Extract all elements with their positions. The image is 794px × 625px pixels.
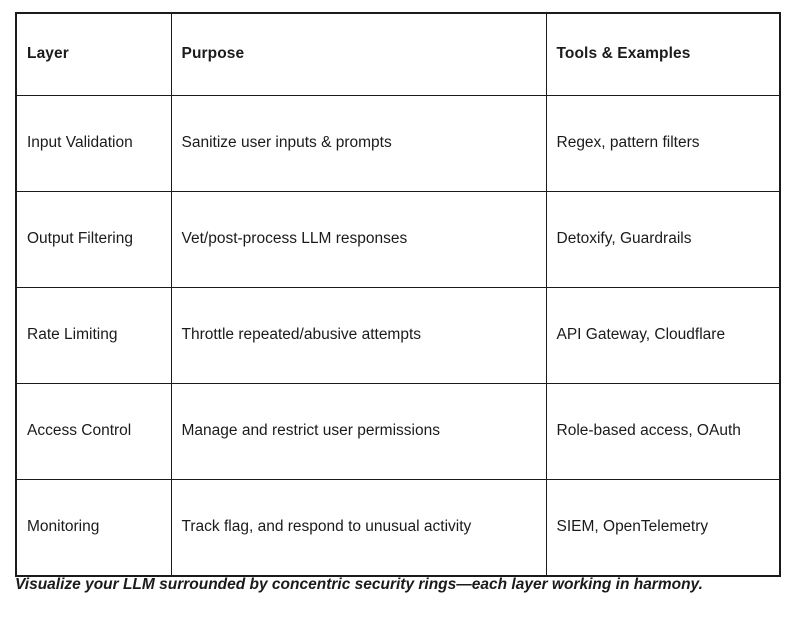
table-header-row: Layer Purpose Tools & Examples [15, 12, 781, 96]
cell-layer: Input Validation [15, 95, 172, 192]
cell-tools: Regex, pattern filters [545, 95, 781, 192]
cell-tools: Role-based access, OAuth [545, 383, 781, 480]
column-header-tools: Tools & Examples [545, 12, 781, 96]
security-layers-table-container: Layer Purpose Tools & Examples Input Val… [15, 12, 781, 577]
cell-tools: Detoxify, Guardrails [545, 191, 781, 288]
cell-purpose: Sanitize user inputs & prompts [170, 95, 547, 192]
table-row: Monitoring Track flag, and respond to un… [15, 479, 781, 577]
cell-purpose: Throttle repeated/abusive attempts [170, 287, 547, 384]
cell-purpose: Vet/post-process LLM responses [170, 191, 547, 288]
cell-tools: SIEM, OpenTelemetry [545, 479, 781, 577]
table-header: Layer Purpose Tools & Examples [15, 12, 781, 96]
table-row: Access Control Manage and restrict user … [15, 383, 781, 480]
cell-layer: Rate Limiting [15, 287, 172, 384]
cell-layer: Access Control [15, 383, 172, 480]
security-layers-table: Layer Purpose Tools & Examples Input Val… [15, 12, 781, 577]
table-body: Input Validation Sanitize user inputs & … [15, 95, 781, 577]
cell-layer: Output Filtering [15, 191, 172, 288]
table-row: Output Filtering Vet/post-process LLM re… [15, 191, 781, 288]
cell-purpose: Manage and restrict user permissions [170, 383, 547, 480]
table-caption: Visualize your LLM surrounded by concent… [15, 576, 703, 593]
cell-purpose: Track flag, and respond to unusual activ… [170, 479, 547, 577]
table-row: Input Validation Sanitize user inputs & … [15, 95, 781, 192]
cell-tools: API Gateway, Cloudflare [545, 287, 781, 384]
cell-layer: Monitoring [15, 479, 172, 577]
column-header-layer: Layer [15, 12, 172, 96]
column-header-purpose: Purpose [170, 12, 547, 96]
table-row: Rate Limiting Throttle repeated/abusive … [15, 287, 781, 384]
